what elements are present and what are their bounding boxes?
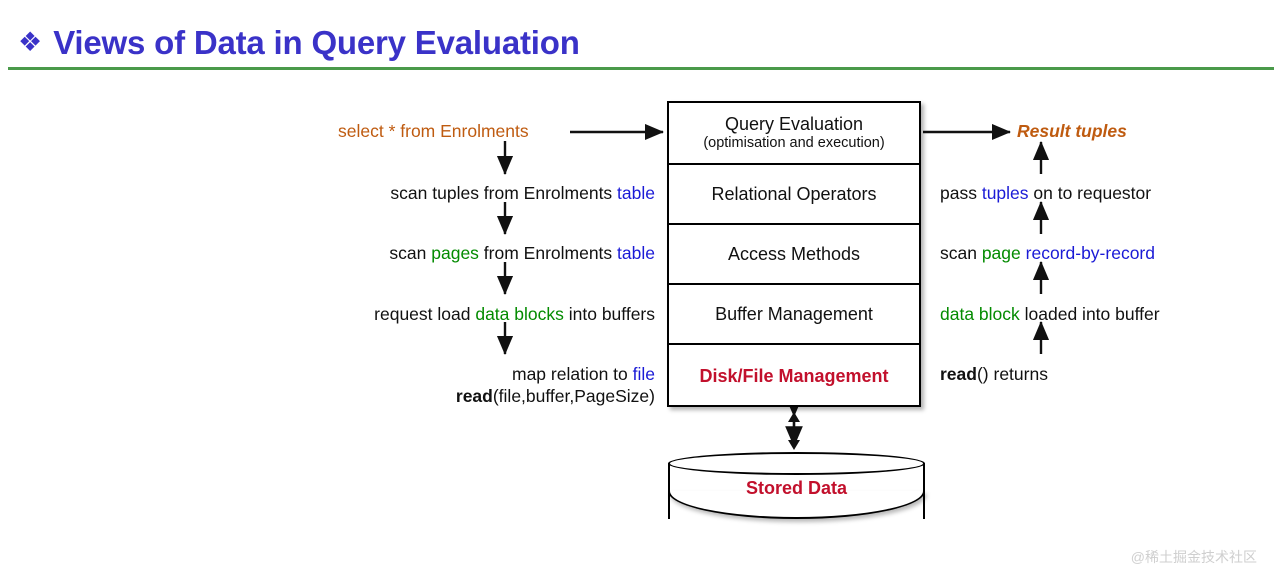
label-token: pages bbox=[431, 243, 479, 263]
label-token: data blocks bbox=[475, 304, 564, 324]
label-token: into buffers bbox=[563, 304, 655, 324]
page-title: ❖ Views of Data in Query Evaluation bbox=[0, 18, 1281, 68]
stack-row[interactable]: Relational Operators bbox=[669, 165, 919, 225]
label-token: data block bbox=[940, 304, 1020, 324]
stack-row-title: Access Methods bbox=[727, 243, 861, 264]
watermark: @稀土掘金技术社区 bbox=[1130, 549, 1257, 565]
right-label-4: read() returns bbox=[940, 364, 1048, 385]
left-label-2: scan pages from Enrolments table bbox=[389, 243, 655, 264]
label-token: read bbox=[455, 386, 493, 406]
stack-row-title: Disk/File Management bbox=[699, 365, 889, 386]
label-token: read bbox=[940, 364, 977, 384]
label-token: () returns bbox=[976, 364, 1048, 384]
left-label-1: scan tuples from Enrolments table bbox=[390, 183, 655, 204]
query-text: select * from Enrolments bbox=[338, 121, 529, 141]
left-label-5: read(file,buffer,PageSize) bbox=[456, 386, 655, 407]
stack-row[interactable]: Query Evaluation (optimisation and execu… bbox=[669, 103, 919, 165]
label-token: from Enrolments bbox=[478, 243, 618, 263]
stored-data-label: Stored Data bbox=[745, 478, 848, 498]
label-token: file bbox=[632, 364, 655, 384]
right-label-3: data block loaded into buffer bbox=[940, 304, 1160, 325]
page-title-text: Views of Data in Query Evaluation bbox=[53, 24, 580, 61]
label-token: record-by-record bbox=[1025, 243, 1155, 263]
arrow-stack-to-storage bbox=[785, 396, 803, 450]
stack-row-subtitle: (optimisation and execution) bbox=[703, 135, 885, 152]
label-token: table bbox=[617, 243, 655, 263]
stack-row-title: Relational Operators bbox=[711, 183, 877, 204]
stack-row[interactable]: Buffer Management bbox=[669, 285, 919, 345]
label-token: tuples bbox=[981, 183, 1029, 203]
stack-row-title: Query Evaluation bbox=[724, 114, 864, 135]
stack-row[interactable]: Access Methods bbox=[669, 225, 919, 285]
label-token: request load bbox=[374, 304, 476, 324]
architecture-stack: Query Evaluation (optimisation and execu… bbox=[667, 101, 921, 407]
label-token: scan bbox=[940, 243, 982, 263]
label-token: scan tuples from Enrolments bbox=[390, 183, 618, 203]
right-label-1: pass tuples on to requestor bbox=[940, 183, 1151, 204]
label-token: (file,buffer,PageSize) bbox=[492, 386, 655, 406]
label-token: on to requestor bbox=[1028, 183, 1152, 203]
label-token: map relation to bbox=[512, 364, 633, 384]
stack-row-title: Buffer Management bbox=[715, 303, 873, 324]
label-token: pass bbox=[940, 183, 982, 203]
stack-row[interactable]: Disk/File Management bbox=[669, 345, 919, 407]
left-label-4: map relation to file bbox=[512, 364, 655, 385]
label-token: scan bbox=[389, 243, 432, 263]
stored-data-cylinder[interactable]: Stored Data bbox=[668, 452, 925, 529]
label-token: page bbox=[981, 243, 1021, 263]
left-label-3: request load data blocks into buffers bbox=[374, 304, 655, 325]
diamond-bullet-icon: ❖ bbox=[18, 26, 43, 57]
title-divider bbox=[8, 67, 1274, 70]
label-token: table bbox=[617, 183, 655, 203]
right-label-2: scan page record-by-record bbox=[940, 243, 1155, 264]
result-text: Result tuples bbox=[1017, 121, 1127, 141]
label-token: loaded into buffer bbox=[1019, 304, 1160, 324]
cylinder-top-ellipse bbox=[668, 452, 925, 475]
